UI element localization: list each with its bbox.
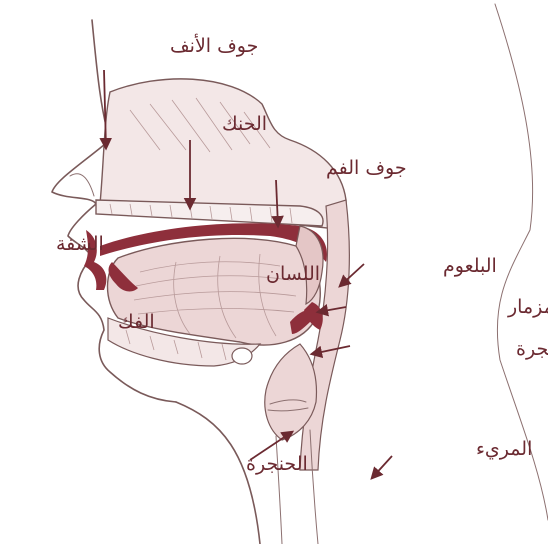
label-lip: الشفة <box>56 233 104 255</box>
arrow-esophagus <box>372 456 392 478</box>
label-nasal-cavity: جوف الأنف <box>170 34 258 57</box>
label-laryngeal-inlet: مدخل الحنجرة <box>516 338 548 360</box>
label-tongue: اللسان <box>266 263 320 285</box>
label-jaw: الفك <box>118 311 155 333</box>
label-pharynx: البلعوم <box>443 255 497 277</box>
label-esophagus: المريء <box>476 438 532 460</box>
label-palate: الحنك <box>222 113 267 135</box>
label-epiglottis: لسان المزمار <box>507 296 548 318</box>
label-oral-cavity: جوف الفم <box>326 157 407 179</box>
